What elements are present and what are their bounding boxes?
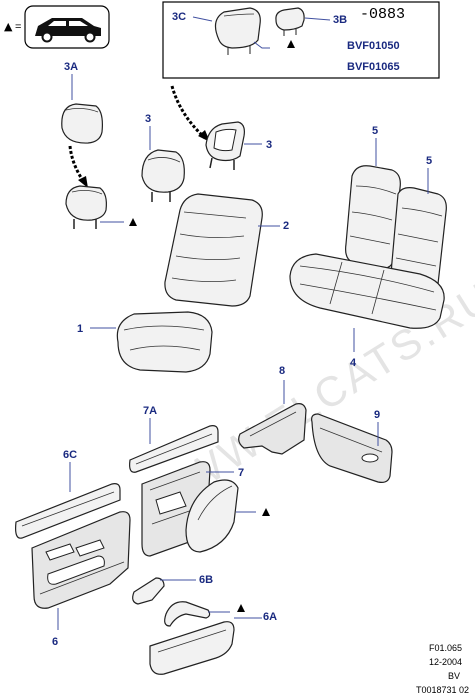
headrest-3a-arrow [68,145,86,183]
marker-triangle-6 [237,604,245,612]
callout-3A: 3A [64,61,78,73]
callout-7A: 7A [143,405,157,417]
callout-6B: 6B [199,574,213,586]
callout-3-middle: 3 [145,113,151,125]
callout-9: 9 [374,409,380,421]
callout-2: 2 [283,220,289,232]
inset-code-2: BVF01065 [347,61,400,73]
inset-code-1: BVF01050 [347,40,400,52]
inset-number: -0883 [360,6,405,23]
seat-cushion-1 [116,311,213,373]
callout-1: 1 [77,323,83,335]
callout-4: 4 [350,357,357,369]
callout-3C: 3C [172,11,186,23]
footer-line-1: F01.065 [429,643,462,653]
footer-block: F01.065 12-2004 BV T0018731 02 [416,643,469,695]
callout-8: 8 [279,365,285,377]
armrest-6a [149,621,235,675]
rear-seat-cushion-4 [289,253,445,329]
legend-equals: = [15,21,21,33]
legend: ▲ = [4,5,110,49]
headrest-3c [214,7,261,55]
door-panel-6 [31,511,131,609]
callout-6C: 6C [63,449,77,461]
car-icon [35,18,101,43]
trim-strip-7a [129,425,219,473]
trim-panel-8 [238,403,307,455]
footer-line-3: BV [448,671,460,681]
callout-6A: 6A [263,611,277,623]
headrest-3a-arrowhead [78,176,88,188]
inset-box: -0883 BVF01050 BVF01065 3C 3B [162,1,440,79]
headrest-3-middle [141,149,185,202]
footer-line-4: T0018731 02 [416,685,469,695]
marker-triangle-7 [262,508,270,516]
headrest-3b [275,7,305,36]
marker-triangle-3a [129,218,137,226]
callout-7: 7 [238,467,244,479]
callout-3-right: 3 [266,139,272,151]
rear-seat-back-5 [345,165,447,290]
handle-6b [132,577,165,605]
trim-strip-6c [15,483,121,539]
callout-3B: 3B [333,14,347,26]
callout-5-right: 5 [426,155,432,167]
legend-marker: ▲ [4,20,13,33]
callout-5-left: 5 [372,125,378,137]
seat-back-2 [164,193,263,307]
footer-line-2: 12-2004 [429,657,462,667]
speaker-cover [185,479,239,553]
headrest-3a [61,103,103,144]
headrest-frame-3 [205,121,245,170]
door-trim-9 [311,413,393,483]
inset-arrow [170,85,207,140]
marker-triangle [287,40,295,48]
callout-6: 6 [52,636,58,648]
headrest-3a-lower [65,185,107,229]
pull-cup [164,601,211,627]
